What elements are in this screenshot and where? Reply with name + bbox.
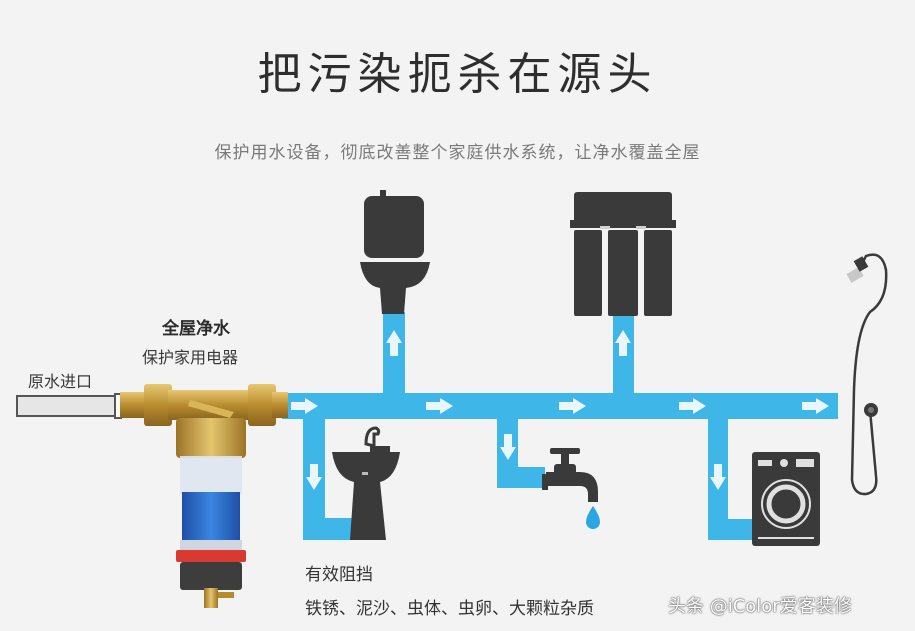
filter-heading: 全屋净水 — [162, 319, 230, 339]
washer-feed-pipe — [708, 519, 754, 540]
toilet-icon — [360, 190, 430, 314]
flow-arrow-up-icon — [386, 330, 402, 356]
flow-arrow-right-icon — [802, 398, 829, 414]
faucet-icon — [542, 448, 600, 529]
flow-arrow-right-icon — [559, 398, 586, 414]
flow-arrow-right-icon — [291, 398, 318, 414]
block-items: 铁锈、泥沙、虫体、虫卵、大颗粒杂质 — [305, 599, 594, 619]
washing-machine-icon — [752, 452, 820, 546]
filter-caption: 保护家用电器 — [142, 348, 239, 367]
flow-arrow-up-icon — [615, 330, 631, 356]
flow-arrow-right-icon — [679, 398, 706, 414]
flow-arrow-down-icon — [306, 464, 322, 490]
shower-icon — [846, 253, 888, 496]
inlet-label: 原水进口 — [28, 372, 93, 391]
basin-feed-pipe — [303, 518, 353, 540]
faucet-feed-pipe — [497, 467, 545, 488]
flow-arrow-down-icon — [710, 464, 726, 490]
ro-purifier-icon — [570, 192, 676, 316]
wash-basin-icon — [332, 426, 400, 540]
flow-arrow-right-icon — [426, 398, 453, 414]
raw-water-inlet-pipe — [16, 395, 116, 417]
page-subtitle: 保护用水设备，彻底改善整个家庭供水系统，让净水覆盖全屋 — [214, 143, 701, 163]
page-title: 把污染扼杀在源头 — [257, 49, 658, 100]
block-heading: 有效阻挡 — [305, 565, 373, 585]
flow-arrow-down-icon — [500, 434, 516, 460]
prefilter-device-icon — [120, 384, 288, 608]
watermark: 头条 @iColor爱客装修 — [668, 596, 852, 617]
